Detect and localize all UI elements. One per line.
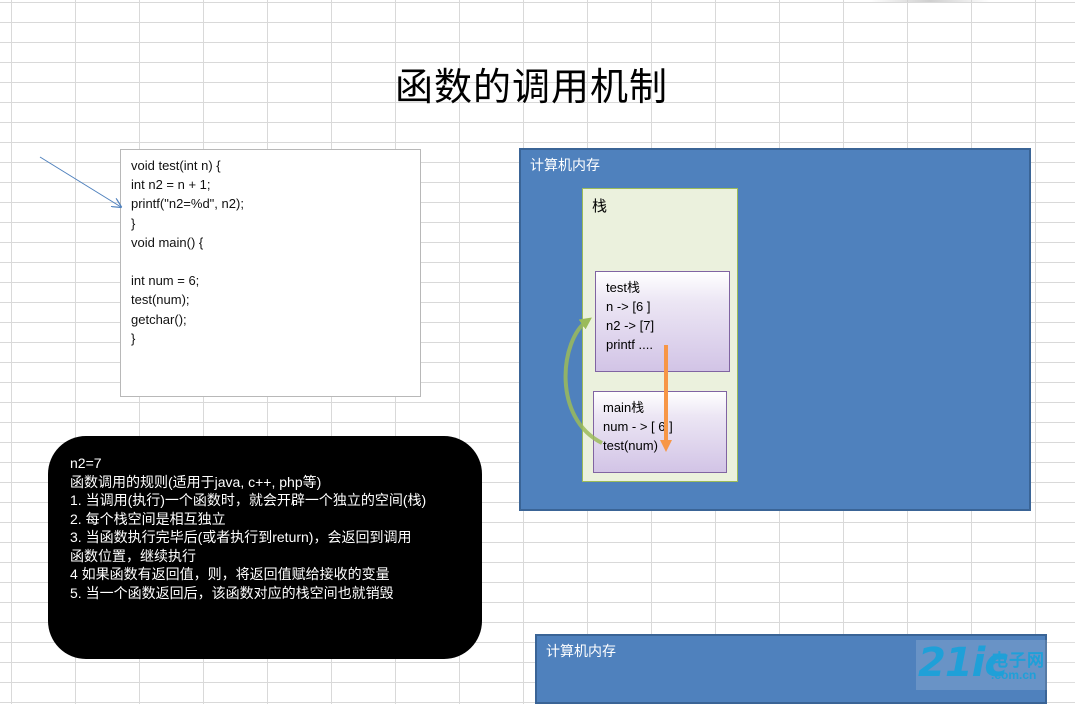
rule-line: n2=7 xyxy=(70,455,102,471)
frame-line: n -> [6 ] xyxy=(606,299,651,314)
code-box: void test(int n) { int n2 = n + 1; print… xyxy=(120,149,421,397)
code-line: void main() { xyxy=(131,234,204,250)
main-stack-frame: main栈 num - > [ 6 ] test(num) xyxy=(593,391,727,473)
rule-line: 1. 当调用(执行)一个函数时，就会开辟一个独立的空间(栈) xyxy=(70,492,427,508)
frame-line: num - > [ 6 ] xyxy=(603,419,673,434)
rule-line: 函数调用的规则(适用于java, c++, php等) xyxy=(70,473,322,490)
code-line: int n2 = n + 1; xyxy=(131,177,211,193)
watermark-logo: 21ic 电子网 .com.cn xyxy=(916,640,1075,690)
rules-callout: n2=7 函数调用的规则(适用于java, c++, php等) 1. 当调用(… xyxy=(48,436,482,659)
rule-line: 3. 当函数执行完毕后(或者执行到return)，会返回到调用 xyxy=(70,529,412,545)
frame-line: main栈 xyxy=(603,400,645,415)
memory-label-2: 计算机内存 xyxy=(546,643,616,659)
watermark-main-text: 21ic xyxy=(918,640,1008,686)
top-edge-artifact xyxy=(870,0,990,2)
code-line: printf("n2=%d", n2); xyxy=(131,196,244,212)
rule-line: 函数位置，继续执行 xyxy=(70,547,196,564)
page-title: 函数的调用机制 xyxy=(394,65,668,109)
pointer-arrow xyxy=(39,156,121,207)
rule-line: 5. 当一个函数返回后，该函数对应的栈空间也就销毁 xyxy=(70,584,394,601)
code-line: void test(int n) { xyxy=(131,158,221,173)
frame-line: test栈 xyxy=(606,280,640,295)
rule-line: 4 如果函数有返回值，则，将返回值赋给接收的变量 xyxy=(70,566,390,582)
code-line: test(num); xyxy=(131,292,190,308)
code-line: } xyxy=(131,330,136,346)
memory-label: 计算机内存 xyxy=(530,157,600,173)
code-line xyxy=(131,252,420,271)
watermark-domain-text: .com.cn xyxy=(991,668,1037,682)
frame-line: n2 -> [7] xyxy=(606,318,655,333)
watermark-cn-text: 电子网 xyxy=(991,651,1045,670)
stack-label: 栈 xyxy=(592,198,608,215)
frame-line: printf .... xyxy=(606,337,653,352)
rule-line: 2. 每个栈空间是相互独立 xyxy=(70,510,226,527)
code-line: } xyxy=(131,215,136,231)
code-line: getchar(); xyxy=(131,311,187,327)
frame-line: test(num) xyxy=(603,438,658,453)
test-stack-frame: test栈 n -> [6 ] n2 -> [7] printf .... xyxy=(595,271,730,372)
code-line: int num = 6; xyxy=(131,273,200,289)
